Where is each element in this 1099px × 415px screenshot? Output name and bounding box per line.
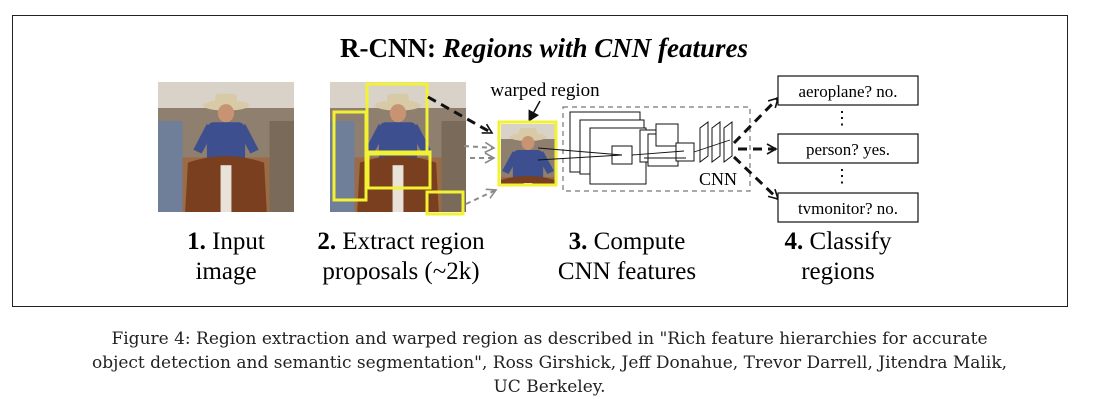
diagram-title: R-CNN: Regions with CNN features — [340, 33, 748, 63]
figure-caption: Figure 4: Region extraction and warped r… — [0, 327, 1099, 399]
step-3-sublabel: CNN features — [558, 258, 696, 285]
class-ellipsis: ⋮ — [833, 108, 851, 128]
classify-arrow — [732, 96, 780, 145]
cnn-label: CNN — [699, 169, 737, 189]
class-output-tvmonitor: tvmonitor? no. — [777, 192, 919, 223]
warped-region-pointer — [528, 100, 541, 122]
caption-line: UC Berkeley. — [493, 377, 606, 397]
class-output-aeroplane: aeroplane? no. — [777, 75, 919, 106]
region-proposal-boxes — [332, 82, 465, 216]
step-1-sublabel: image — [195, 258, 256, 285]
proposal-box — [332, 110, 368, 202]
svg-text:person? yes.: person? yes. — [806, 140, 890, 159]
proposal-arrow — [463, 141, 496, 154]
warped-region-crop — [497, 120, 558, 187]
step-1-label: 1. Input — [187, 228, 265, 255]
cnn-fc-layer — [711, 121, 721, 163]
input-image — [158, 82, 294, 212]
step-2-sublabel: proposals (~2k) — [322, 258, 479, 285]
proposal-arrow — [465, 188, 498, 205]
warped-region-label: warped region — [490, 80, 600, 101]
classify-arrow — [732, 155, 780, 201]
caption-line: object detection and semantic segmentati… — [91, 353, 1008, 373]
step-4-label: 4. Classify — [785, 228, 892, 255]
proposal-box — [366, 150, 432, 190]
proposal-arrow — [427, 95, 494, 135]
step-2-label: 2. Extract region — [317, 228, 485, 255]
figure-frame — [12, 15, 1068, 307]
cnn-fc-layer — [723, 121, 733, 163]
class-output-person: person? yes. — [777, 133, 919, 164]
step-4-sublabel: regions — [801, 258, 875, 285]
cnn-container — [562, 106, 751, 192]
proposal-box — [425, 190, 465, 216]
cnn-layer — [655, 123, 679, 147]
cnn-layers — [569, 111, 733, 185]
cnn-fc-layer — [699, 121, 709, 163]
step-3-label: 3. Compute — [569, 228, 686, 255]
class-ellipsis: ⋮ — [833, 166, 851, 186]
caption-line: Figure 4: Region extraction and warped r… — [111, 329, 988, 349]
cnn-connections — [537, 139, 731, 161]
svg-text:tvmonitor? no.: tvmonitor? no. — [798, 199, 898, 218]
svg-text:aeroplane? no.: aeroplane? no. — [798, 82, 897, 101]
